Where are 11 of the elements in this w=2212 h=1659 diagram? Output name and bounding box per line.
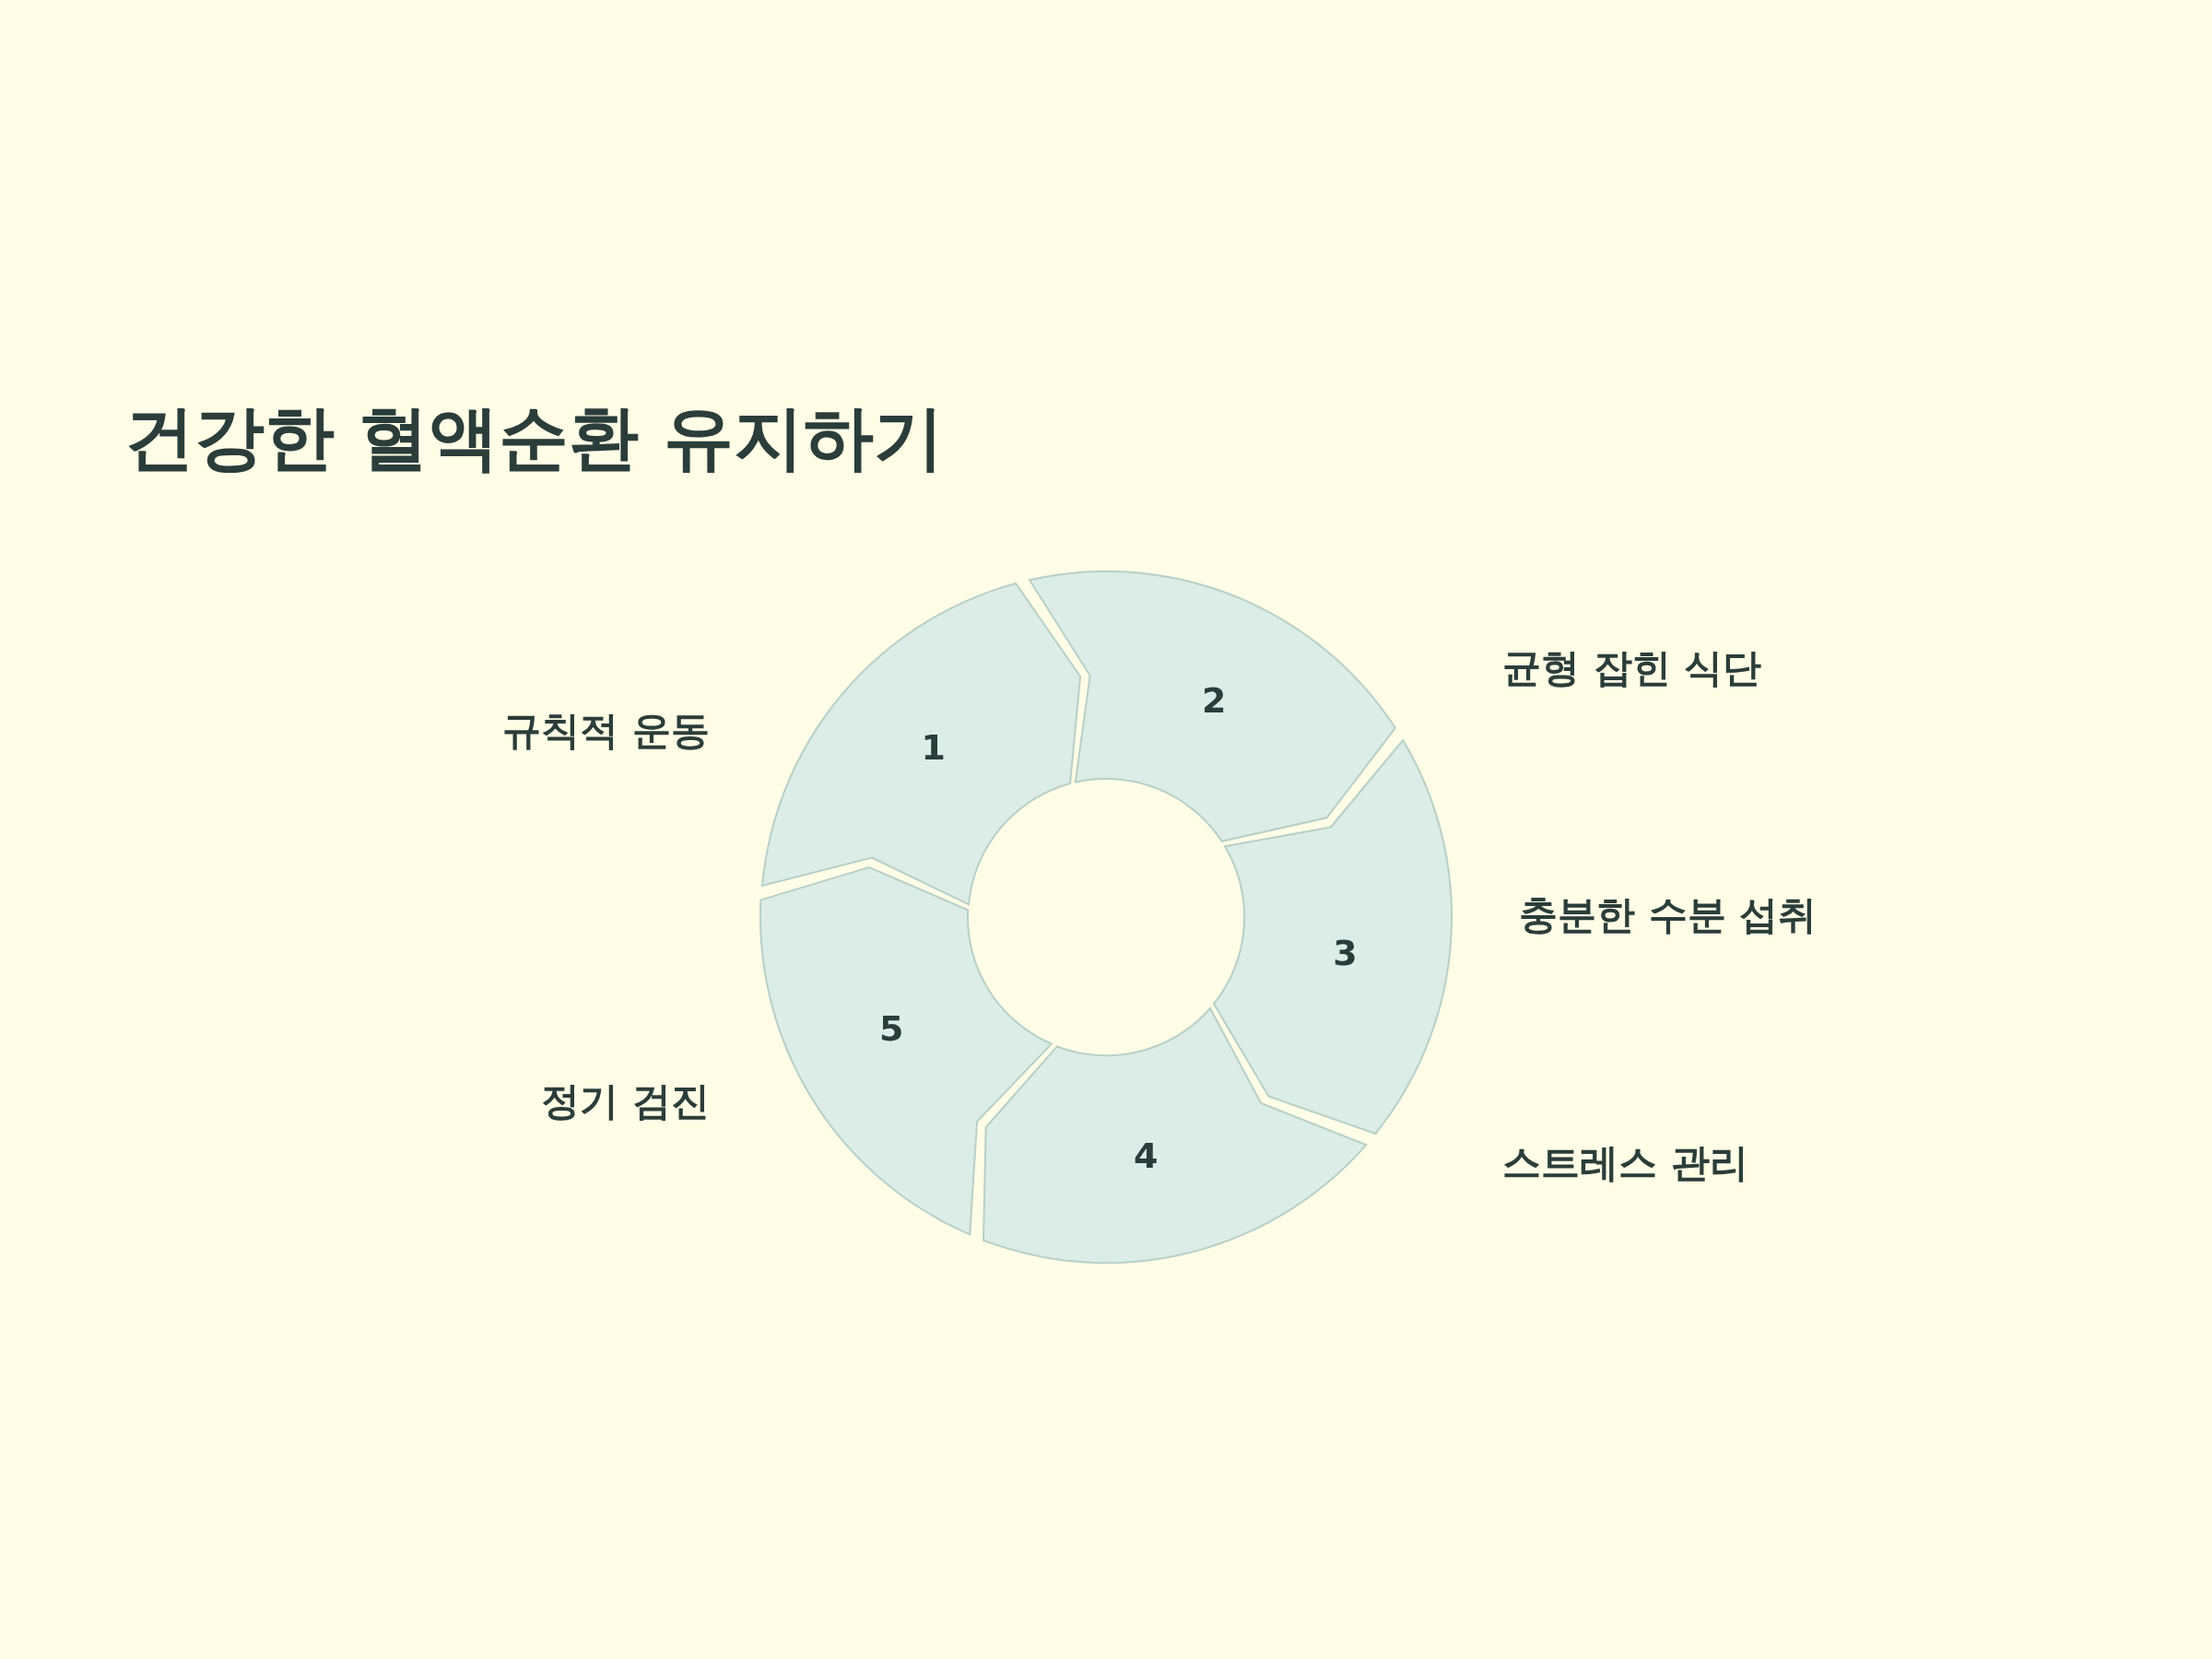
step-label: 정기 검진 [541, 1077, 710, 1125]
step-number: 2 [1201, 680, 1227, 722]
step-number: 1 [921, 727, 946, 768]
step-label: 균형 잡힌 식단 [1502, 644, 1762, 692]
step-label: 규칙적 운동 [502, 707, 710, 755]
step-label: 스트레스 관리 [1502, 1139, 1748, 1187]
step-number: 4 [1134, 1135, 1159, 1176]
step-number: 3 [1333, 932, 1358, 973]
step-number: 5 [878, 1008, 904, 1050]
step-label: 충분한 수분 섭취 [1519, 891, 1818, 939]
title: 건강한 혈액순환 유지하기 [124, 395, 944, 480]
